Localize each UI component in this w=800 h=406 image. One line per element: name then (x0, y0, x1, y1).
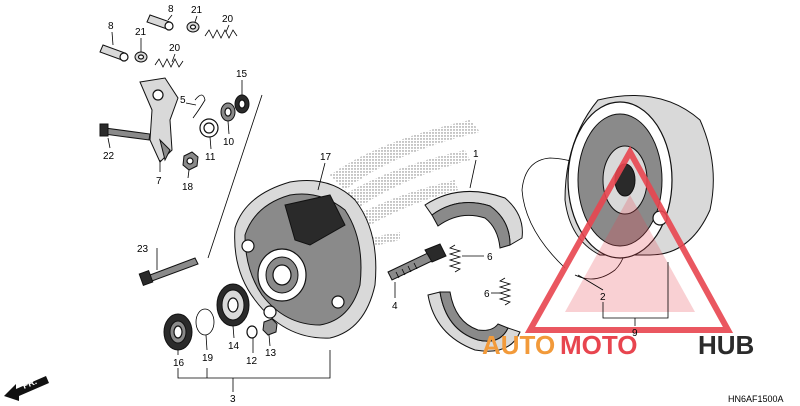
watermark-logo: AUTO MOTO HUB (482, 145, 754, 360)
label-21b: 21 (135, 27, 147, 38)
label-6b: 6 (484, 289, 490, 300)
label-19: 19 (202, 353, 214, 364)
brake-shoes (424, 190, 523, 352)
label-20a: 20 (222, 14, 234, 25)
label-17: 17 (320, 152, 332, 163)
label-18: 18 (182, 182, 194, 193)
label-12: 12 (246, 356, 258, 367)
brake-panel (234, 179, 377, 339)
brake-arm-parts (99, 14, 250, 171)
label-5: 5 (180, 95, 186, 106)
label-14: 14 (228, 341, 240, 352)
bearings (163, 283, 278, 351)
label-21a: 21 (191, 5, 203, 16)
label-20b: 20 (169, 43, 181, 54)
label-22: 22 (103, 151, 115, 162)
label-8b: 8 (168, 4, 174, 15)
label-2: 2 (600, 292, 606, 303)
label-15: 15 (236, 69, 248, 80)
part-labels: 8 8 21 20 21 20 15 5 10 11 22 7 18 17 1 … (103, 4, 638, 405)
panel-bolt (138, 257, 199, 286)
label-7: 7 (156, 176, 162, 187)
watermark-text-2: MOTO (560, 330, 638, 360)
label-4: 4 (392, 301, 398, 312)
label-9: 9 (632, 328, 638, 339)
label-8a: 8 (108, 21, 114, 32)
guide-line (207, 94, 263, 259)
drawing-code: HN6AF1500A (728, 394, 784, 404)
label-16: 16 (173, 358, 185, 369)
label-13: 13 (265, 348, 277, 359)
brake-cam (387, 243, 447, 281)
label-10: 10 (223, 137, 235, 148)
label-11: 11 (205, 152, 216, 163)
watermark-text-1: AUTO (482, 330, 555, 360)
watermark-text-3: HUB (698, 330, 754, 360)
leader-lines (107, 14, 669, 392)
label-3: 3 (230, 394, 236, 405)
shoe-springs (448, 244, 512, 306)
label-23: 23 (137, 244, 149, 255)
front-arrow: FR. (4, 376, 49, 401)
label-1: 1 (473, 149, 479, 160)
label-6a: 6 (487, 252, 493, 263)
